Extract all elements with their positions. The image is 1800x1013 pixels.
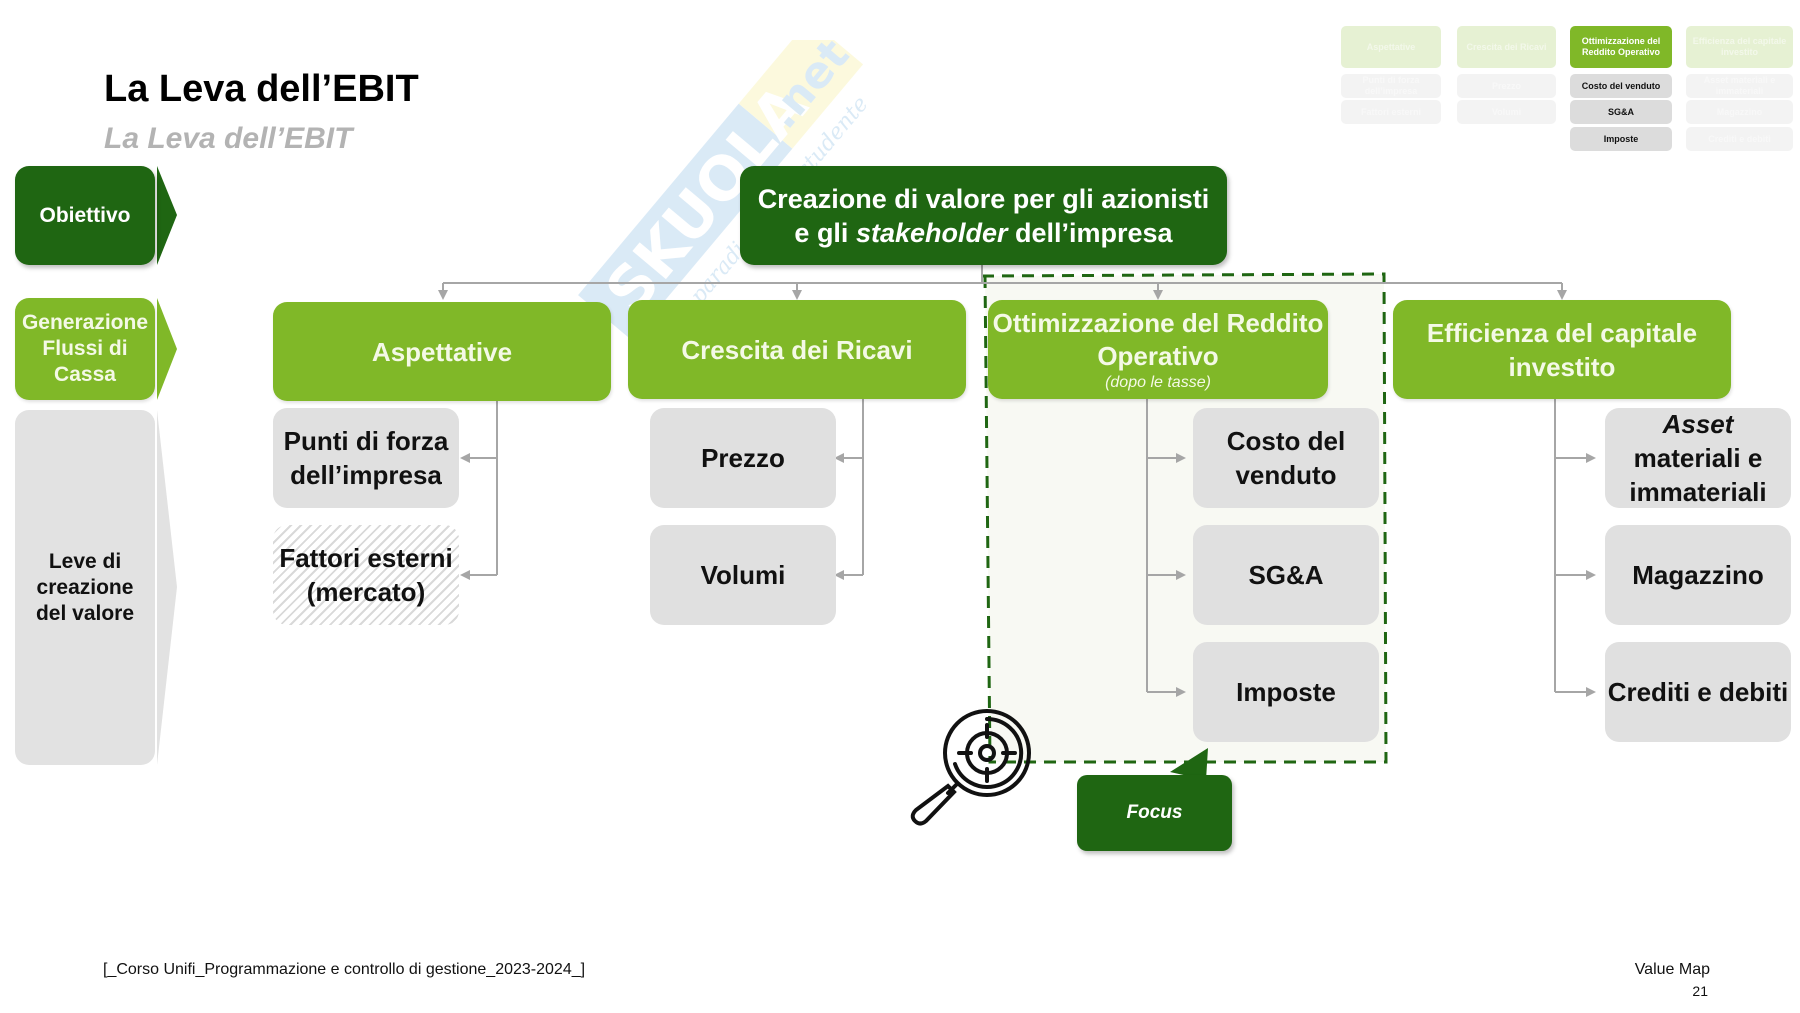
lever-crediti-debiti: Crediti e debiti [1605, 642, 1791, 742]
minimap-cell: Prezzo [1457, 74, 1556, 98]
minimap-cell: Volumi [1457, 100, 1556, 124]
focus-callout-tail [1170, 748, 1208, 780]
row-label-leve-text: Leve di creazione del valore [35, 549, 135, 625]
chevron-icon [157, 166, 177, 265]
driver-crescita-ricavi: Crescita dei Ricavi [628, 300, 966, 399]
lever-fattori-esterni: Fattori esterni (mercato) [273, 525, 459, 625]
driver-note: (dopo le tasse) [1105, 373, 1211, 391]
chevron-icon [157, 298, 177, 400]
footer-section: Value Map [1634, 961, 1710, 978]
driver-ottimizzazione-reddito-operativo: Ottimizzazione del Reddito Operativo (do… [988, 300, 1328, 399]
lever-imposte: Imposte [1193, 642, 1379, 742]
lever-prezzo: Prezzo [650, 408, 836, 508]
lever-sga: SG&A [1193, 525, 1379, 625]
objective-line2: e gli stakeholder dell’impresa [794, 217, 1173, 248]
minimap-cell-costo-del-venduto: Costo del venduto [1570, 74, 1672, 98]
minimap-header-crescita: Crescita dei Ricavi [1457, 26, 1556, 68]
row-label-obiettivo: Obiettivo [15, 166, 155, 265]
row-label-leve: Leve di creazione del valore [15, 410, 155, 765]
objective-stakeholder: stakeholder [855, 217, 1008, 248]
driver-aspettative: Aspettative [273, 302, 611, 401]
focus-callout: Focus [1077, 775, 1232, 851]
row-label-obiettivo-text: Obiettivo [39, 203, 131, 227]
minimap-header-efficienza: Efficienza del capitale investito [1686, 26, 1793, 68]
lever-costo-del-venduto: Costo del venduto [1193, 408, 1379, 508]
minimap-cell: Crediti e debiti [1686, 127, 1793, 151]
lever-punti-di-forza: Punti di forza dell’impresa [273, 408, 459, 508]
row-label-generazione: Generazione Flussi di Cassa [15, 298, 155, 400]
objective-box: Creazione di valore per gli azionisti e … [740, 166, 1227, 265]
lever-asset: Asset materiali e immateriali [1605, 408, 1791, 508]
row-label-generazione-text: Generazione Flussi di Cassa [21, 311, 149, 386]
minimap-cell: Punti di forza dell’impresa [1341, 74, 1441, 98]
minimap-cell: Asset materiali e immateriali [1686, 74, 1793, 98]
minimap-header-ottimizzazione: Ottimizzazione del Reddito Operativo [1570, 26, 1672, 68]
driver-efficienza-capitale: Efficienza del capitale investito [1393, 300, 1731, 399]
lever-magazzino: Magazzino [1605, 525, 1791, 625]
page-subtitle: La Leva dell’EBIT [104, 122, 353, 155]
page-title: La Leva dell’EBIT [104, 68, 419, 110]
minimap-cell-imposte: Imposte [1570, 127, 1672, 151]
magnifier-target-icon [910, 709, 1031, 826]
page-number: 21 [1692, 983, 1708, 999]
minimap-cell-sga: SG&A [1570, 100, 1672, 124]
footer-course: [_Corso Unifi_Programmazione e controllo… [103, 961, 586, 978]
lever-volumi: Volumi [650, 525, 836, 625]
minimap-header-aspettative: Aspettative [1341, 26, 1441, 68]
minimap-cell: Fattori esterni [1341, 100, 1441, 124]
minimap-cell: Magazzino [1686, 100, 1793, 124]
chevron-icon [157, 410, 177, 765]
objective-line1: Creazione di valore per gli azionisti [757, 183, 1210, 214]
